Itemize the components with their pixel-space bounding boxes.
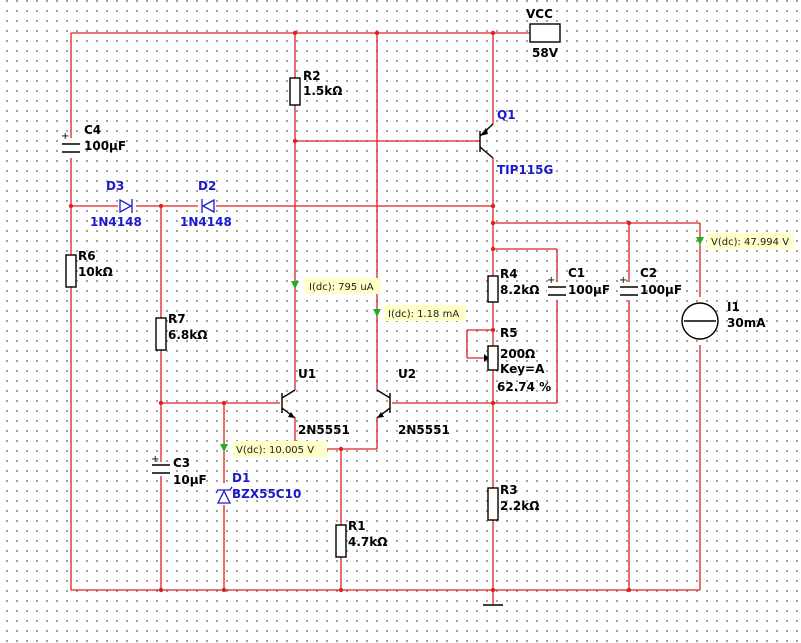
vcc-label: VCC xyxy=(526,7,553,21)
d3-ref: D3 xyxy=(106,179,124,193)
probe-voltage-zener-text: V(dc): 10.005 V xyxy=(236,445,314,456)
d2-value: 1N4148 xyxy=(180,215,232,229)
r2-ref: R2 xyxy=(303,69,321,83)
resistor-r6[interactable]: R6 10kΩ xyxy=(65,249,113,288)
c1-ref: C1 xyxy=(568,266,585,280)
capacitor-c3[interactable]: + C3 10µF xyxy=(151,454,207,487)
r5-value: 200Ω xyxy=(500,347,535,361)
u2-value: 2N5551 xyxy=(398,423,450,437)
probe-voltage-zener[interactable]: V(dc): 10.005 V xyxy=(220,441,327,457)
r5-ref: R5 xyxy=(500,326,518,340)
capacitor-c2[interactable]: + C2 100µF xyxy=(619,266,682,299)
r6-value: 10kΩ xyxy=(78,265,113,279)
transistor-u1[interactable]: U1 2N5551 xyxy=(281,367,350,437)
svg-text:+: + xyxy=(61,131,69,142)
r7-value: 6.8kΩ xyxy=(168,328,207,342)
diode-d2[interactable]: D2 1N4148 xyxy=(180,179,232,229)
diode-d3[interactable]: D3 1N4148 xyxy=(90,179,142,229)
u1-value: 2N5551 xyxy=(298,423,350,437)
transistor-q1[interactable]: Q1 TIP115G xyxy=(479,108,553,177)
r1-ref: R1 xyxy=(348,519,366,533)
probe-current-u2-text: I(dc): 1.18 mA xyxy=(388,309,459,320)
c3-value: 10µF xyxy=(173,473,207,487)
r2-value: 1.5kΩ xyxy=(303,84,342,98)
i1-value: 30mA xyxy=(727,316,766,330)
r5-key: Key=A xyxy=(500,362,545,376)
transistor-u2[interactable]: U2 2N5551 xyxy=(376,367,450,437)
r4-ref: R4 xyxy=(500,267,518,281)
q1-value: TIP115G xyxy=(497,163,553,177)
r6-ref: R6 xyxy=(78,249,96,263)
svg-text:+: + xyxy=(619,275,627,286)
vcc-source[interactable]: VCC 58V xyxy=(526,7,561,60)
c4-value: 100µF xyxy=(84,139,126,153)
junction-dots xyxy=(68,30,632,593)
vcc-value: 58V xyxy=(532,46,559,60)
resistor-r2[interactable]: R2 1.5kΩ xyxy=(289,69,342,106)
c2-value: 100µF xyxy=(640,283,682,297)
probe-voltage-output[interactable]: V(dc): 47.994 V xyxy=(696,233,793,249)
i1-ref: I1 xyxy=(727,300,740,314)
potentiometer-r5[interactable]: R5 200Ω Key=A 62.74 % xyxy=(484,326,551,394)
probe-current-u2[interactable]: I(dc): 1.18 mA xyxy=(373,305,466,321)
resistor-r4[interactable]: R4 8.2kΩ xyxy=(487,267,539,303)
zener-diode-d1[interactable]: D1 BZX55C10 xyxy=(215,471,301,505)
r1-value: 4.7kΩ xyxy=(348,535,387,549)
c1-value: 100µF xyxy=(568,283,610,297)
u1-ref: U1 xyxy=(298,367,316,381)
u2-ref: U2 xyxy=(398,367,416,381)
d1-value: BZX55C10 xyxy=(232,487,301,501)
capacitor-c1[interactable]: + C1 100µF xyxy=(547,266,610,299)
capacitor-c4[interactable]: + C4 100µF xyxy=(60,123,126,157)
resistor-r1[interactable]: R1 4.7kΩ xyxy=(335,519,387,558)
svg-text:+: + xyxy=(151,454,159,465)
probe-current-u1[interactable]: I(dc): 795 uA xyxy=(291,278,381,294)
probe-voltage-output-text: V(dc): 47.994 V xyxy=(711,237,789,248)
r3-value: 2.2kΩ xyxy=(500,499,539,513)
c3-ref: C3 xyxy=(173,456,190,470)
d3-value: 1N4148 xyxy=(90,215,142,229)
d2-ref: D2 xyxy=(198,179,216,193)
d1-ref: D1 xyxy=(232,471,250,485)
current-source-i1[interactable]: I1 30mA xyxy=(681,300,766,340)
probe-current-u1-text: I(dc): 795 uA xyxy=(309,282,374,293)
resistor-r7[interactable]: R7 6.8kΩ xyxy=(155,312,207,351)
wires xyxy=(70,32,701,604)
svg-text:+: + xyxy=(547,275,555,286)
resistor-r3[interactable]: R3 2.2kΩ xyxy=(487,483,539,521)
c4-ref: C4 xyxy=(84,123,101,137)
r7-ref: R7 xyxy=(168,312,186,326)
r4-value: 8.2kΩ xyxy=(500,283,539,297)
c2-ref: C2 xyxy=(640,266,657,280)
q1-ref: Q1 xyxy=(497,108,516,122)
r5-setting: 62.74 % xyxy=(497,380,551,394)
r3-ref: R3 xyxy=(500,483,518,497)
